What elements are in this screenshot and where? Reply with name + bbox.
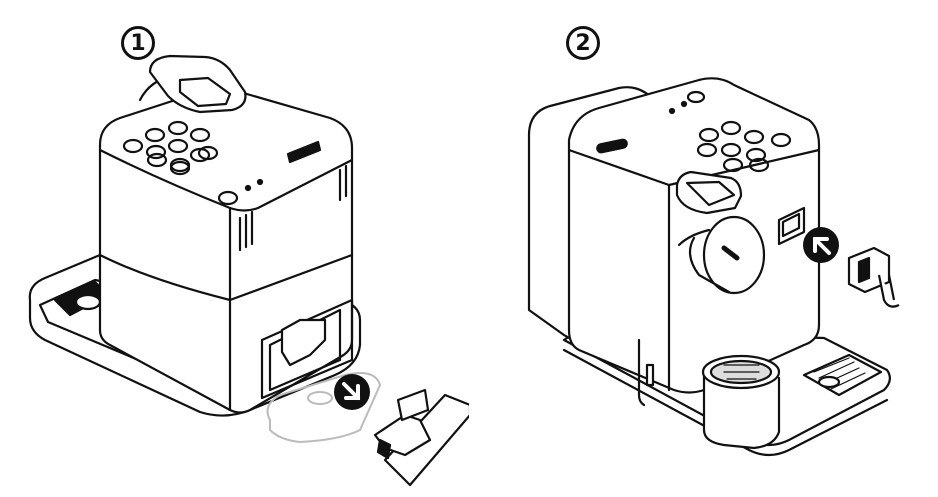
arrow-up-left-icon bbox=[803, 227, 839, 263]
ghost-part bbox=[266, 372, 382, 444]
step-2-number: 2 bbox=[566, 26, 600, 60]
logo-plate bbox=[286, 140, 322, 164]
removed-part bbox=[373, 388, 469, 487]
drip-tray bbox=[28, 253, 362, 417]
step-1-number: 1 bbox=[121, 26, 155, 60]
insert-part bbox=[847, 246, 900, 308]
step-2-illustration bbox=[527, 77, 900, 457]
step-1-panel: 1 bbox=[28, 26, 469, 487]
step-2-panel: 2 bbox=[469, 0, 938, 497]
button-grid bbox=[122, 120, 239, 206]
step-1-illustration bbox=[28, 54, 469, 487]
service-opening bbox=[260, 298, 354, 400]
machine-body bbox=[98, 87, 354, 414]
arrow-down-right-icon bbox=[334, 374, 370, 410]
button-grid bbox=[686, 90, 792, 173]
cup-platform bbox=[701, 354, 781, 450]
brew-head bbox=[677, 215, 766, 295]
lever bbox=[675, 170, 743, 215]
frother-lid bbox=[138, 54, 247, 114]
side-vents bbox=[238, 164, 348, 252]
drip-grate bbox=[802, 353, 883, 397]
